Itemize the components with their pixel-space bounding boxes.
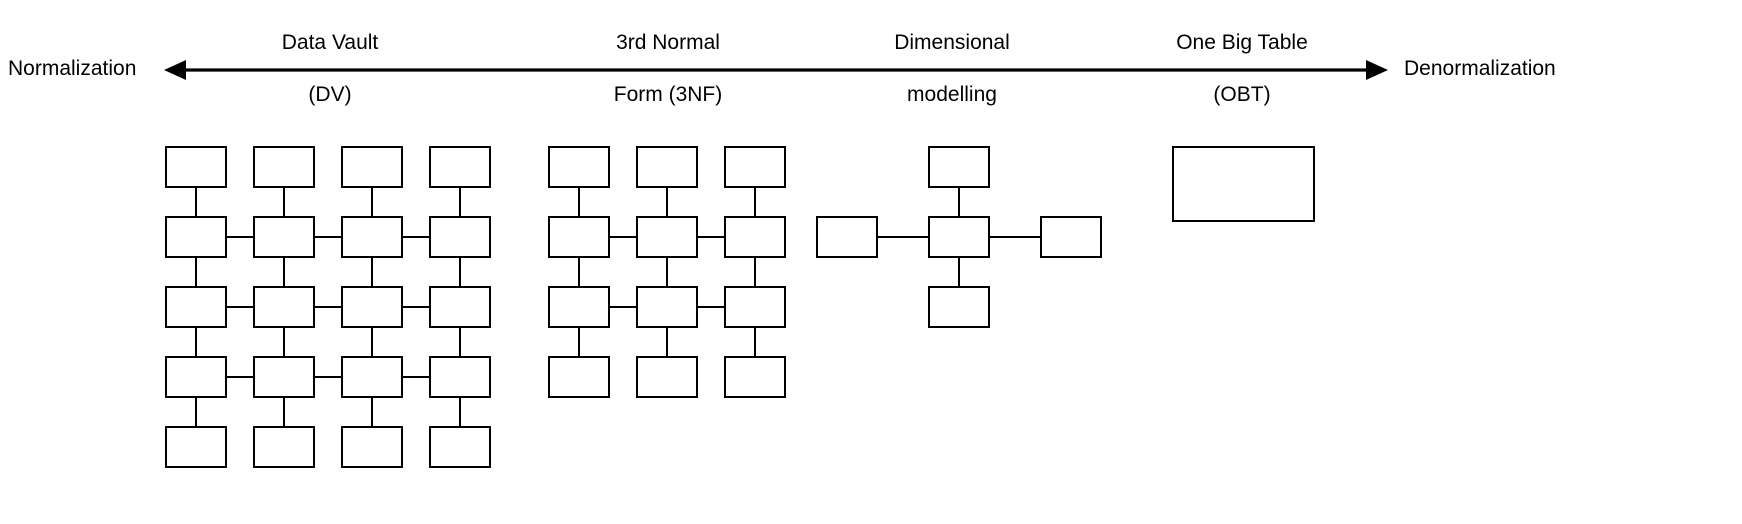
table-node-box — [429, 146, 491, 188]
axis-label-denormalization: Denormalization — [1404, 57, 1556, 80]
stage-caption-dimensional-modelling: Dimensional modelling — [802, 4, 1102, 134]
vertical-connector-line — [753, 258, 757, 286]
horizontal-connector-line — [403, 305, 429, 309]
table-node-box — [165, 216, 227, 258]
table-node-box — [253, 286, 315, 328]
table-node-box — [253, 216, 315, 258]
vertical-connector-line — [577, 188, 581, 216]
table-node-box — [341, 216, 403, 258]
stage-caption-line-1: Dimensional — [894, 31, 1010, 54]
vertical-connector-line — [194, 188, 198, 216]
vertical-connector-line — [282, 398, 286, 426]
vertical-connector-line — [957, 188, 961, 216]
stage-caption-third-normal-form: 3rd Normal Form (3NF) — [518, 4, 818, 134]
vertical-connector-line — [957, 258, 961, 286]
vertical-connector-line — [753, 328, 757, 356]
vertical-connector-line — [665, 188, 669, 216]
stage-caption-line-1: 3rd Normal — [616, 31, 720, 54]
dimension-table-node-box — [928, 146, 990, 188]
stage-caption-line-2: (DV) — [308, 83, 352, 106]
vertical-connector-line — [577, 328, 581, 356]
table-node-box — [636, 146, 698, 188]
horizontal-connector-line — [878, 235, 928, 239]
vertical-connector-line — [458, 188, 462, 216]
table-node-box — [724, 146, 786, 188]
vertical-connector-line — [370, 258, 374, 286]
table-node-box — [636, 216, 698, 258]
horizontal-connector-line — [698, 235, 724, 239]
stage-caption-line-2: Form (3NF) — [613, 83, 723, 106]
table-node-box — [636, 356, 698, 398]
stage-caption-line-2: (OBT) — [1213, 83, 1271, 106]
table-node-box — [253, 356, 315, 398]
table-node-box — [548, 216, 610, 258]
vertical-connector-line — [370, 188, 374, 216]
table-node-box — [724, 356, 786, 398]
horizontal-connector-line — [403, 375, 429, 379]
stage-caption-data-vault: Data Vault (DV) — [180, 4, 480, 134]
vertical-connector-line — [194, 258, 198, 286]
vertical-connector-line — [282, 188, 286, 216]
horizontal-connector-line — [990, 235, 1040, 239]
horizontal-connector-line — [227, 235, 253, 239]
one-big-table-node-box — [1172, 146, 1315, 222]
vertical-connector-line — [458, 398, 462, 426]
vertical-connector-line — [665, 258, 669, 286]
vertical-connector-line — [753, 188, 757, 216]
fact-table-node-box — [928, 216, 990, 258]
horizontal-connector-line — [315, 375, 341, 379]
horizontal-connector-line — [698, 305, 724, 309]
table-node-box — [341, 286, 403, 328]
stage-caption-one-big-table: One Big Table (OBT) — [1092, 4, 1392, 134]
table-node-box — [341, 146, 403, 188]
table-node-box — [165, 146, 227, 188]
horizontal-connector-line — [315, 235, 341, 239]
table-node-box — [429, 216, 491, 258]
table-node-box — [548, 356, 610, 398]
horizontal-connector-line — [610, 305, 636, 309]
table-node-box — [724, 286, 786, 328]
table-node-box — [253, 426, 315, 468]
vertical-connector-line — [194, 328, 198, 356]
table-node-box — [341, 356, 403, 398]
vertical-connector-line — [282, 258, 286, 286]
table-node-box — [724, 216, 786, 258]
vertical-connector-line — [370, 328, 374, 356]
table-node-box — [429, 286, 491, 328]
table-node-box — [429, 426, 491, 468]
table-node-box — [548, 146, 610, 188]
table-node-box — [165, 356, 227, 398]
vertical-connector-line — [577, 258, 581, 286]
vertical-connector-line — [665, 328, 669, 356]
stage-caption-line-1: Data Vault — [281, 31, 379, 54]
table-node-box — [165, 286, 227, 328]
axis-label-normalization: Normalization — [8, 57, 137, 80]
vertical-connector-line — [282, 328, 286, 356]
dimension-table-node-box — [1040, 216, 1102, 258]
horizontal-connector-line — [315, 305, 341, 309]
table-node-box — [253, 146, 315, 188]
table-node-box — [548, 286, 610, 328]
horizontal-connector-line — [227, 375, 253, 379]
dimension-table-node-box — [928, 286, 990, 328]
vertical-connector-line — [458, 328, 462, 356]
double-headed-arrow-icon — [164, 60, 1388, 80]
horizontal-connector-line — [610, 235, 636, 239]
vertical-connector-line — [458, 258, 462, 286]
table-node-box — [341, 426, 403, 468]
horizontal-connector-line — [403, 235, 429, 239]
stage-caption-line-2: modelling — [907, 83, 997, 106]
table-node-box — [429, 356, 491, 398]
horizontal-connector-line — [227, 305, 253, 309]
table-node-box — [636, 286, 698, 328]
table-node-box — [165, 426, 227, 468]
dimension-table-node-box — [816, 216, 878, 258]
vertical-connector-line — [194, 398, 198, 426]
stage-caption-line-1: One Big Table — [1176, 31, 1308, 54]
vertical-connector-line — [370, 398, 374, 426]
